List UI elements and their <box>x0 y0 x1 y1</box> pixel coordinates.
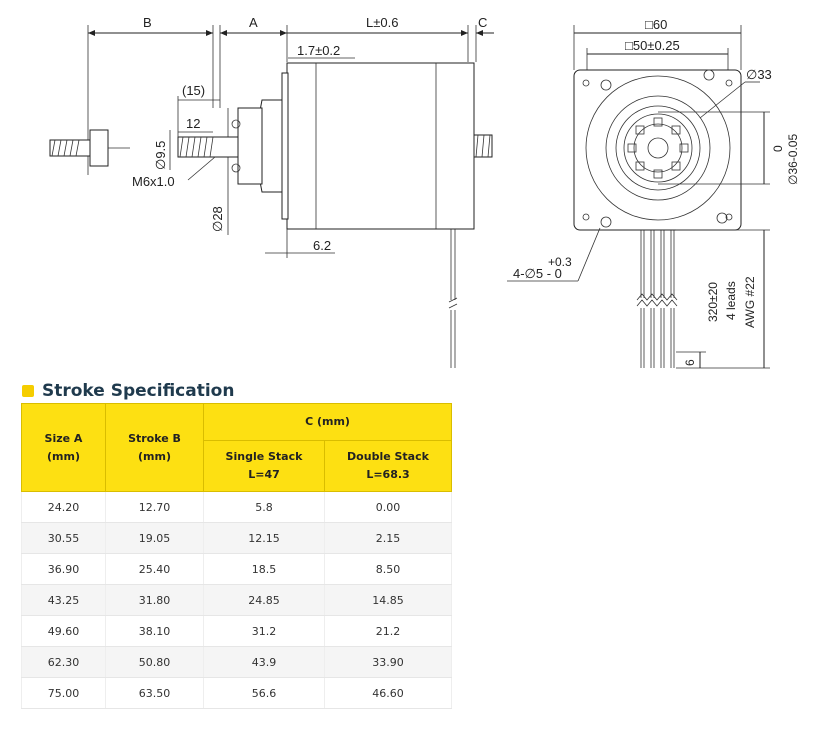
cell-double: 21.2 <box>323 615 453 647</box>
col-double-stack: Double Stack L=68.3 <box>323 440 453 492</box>
cell-double: 2.15 <box>323 522 453 554</box>
dim-b-label: B <box>143 15 152 30</box>
dim-lead-count-label: 4 leads <box>724 281 738 320</box>
col-single-stack: Single Stack L=47 <box>203 440 325 492</box>
cell-stroke-b: 19.05 <box>105 522 204 554</box>
thread-callout-label: M6x1.0 <box>132 174 175 189</box>
cell-size-a: 43.25 <box>21 584 106 616</box>
stroke-spec-table: Size A (mm) Stroke B (mm) C (mm) Single … <box>21 403 453 709</box>
dim-hole-spacing-label: □50±0.25 <box>625 38 680 53</box>
cell-size-a: 24.20 <box>21 491 106 523</box>
dim-nut-length-label: (15) <box>182 83 205 98</box>
cell-stroke-b: 50.80 <box>105 646 204 678</box>
front-view: □60 □50±0.25 ∅33 <box>507 17 800 369</box>
table-subheader-row: Single Stack L=47 Double Stack L=68.3 <box>22 440 453 492</box>
col-size-a: Size A (mm) <box>21 403 106 492</box>
cell-double: 8.50 <box>323 553 453 585</box>
stroke-spec-title: Stroke Specification <box>42 381 235 401</box>
cell-single: 5.8 <box>203 491 325 523</box>
dim-l-label: L±0.6 <box>366 15 398 30</box>
dim-thread-length-label: 12 <box>186 116 200 131</box>
table-row: 36.90 25.40 18.5 8.50 <box>21 553 453 585</box>
col-stroke-b: Stroke B (mm) <box>105 403 204 492</box>
table-row: 43.25 31.80 24.85 14.85 <box>21 584 453 616</box>
dim-a-label: A <box>249 15 258 30</box>
cell-single: 12.15 <box>203 522 325 554</box>
motor-face <box>573 69 742 231</box>
cell-double: 0.00 <box>323 491 453 523</box>
technical-drawing: B A L±0.6 C 1.7±0.2 ∅28 (15) 12 <box>49 15 800 369</box>
cell-stroke-b: 63.50 <box>105 677 204 709</box>
cell-single: 31.2 <box>203 615 325 647</box>
dim-offset-label: 1.7±0.2 <box>297 43 340 58</box>
table-header-row: Size A (mm) Stroke B (mm) C (mm) <box>21 403 453 492</box>
dim-pilot-label: ∅36-0.05 <box>786 134 800 185</box>
dim-holes-tol-label: +0.3 <box>548 255 572 269</box>
cell-stroke-b: 25.40 <box>105 553 204 585</box>
dim-awg-label: AWG #22 <box>743 276 757 328</box>
dim-lead-length-label: 320±20 <box>706 282 720 322</box>
cell-double: 14.85 <box>323 584 453 616</box>
cell-size-a: 62.30 <box>21 646 106 678</box>
dim-c-label: C <box>478 15 487 30</box>
col-c-group: C (mm) <box>202 403 453 441</box>
dim-square-label: □60 <box>645 17 667 32</box>
table-row: 24.20 12.70 5.8 0.00 <box>21 491 453 523</box>
cell-double: 46.60 <box>323 677 453 709</box>
cell-size-a: 75.00 <box>21 677 106 709</box>
cell-double: 33.90 <box>323 646 453 678</box>
cell-single: 24.85 <box>203 584 325 616</box>
table-row: 49.60 38.10 31.2 21.2 <box>21 615 453 647</box>
cell-single: 56.6 <box>203 677 325 709</box>
dim-pilot-tol-label: 0 <box>771 145 785 152</box>
cell-single: 43.9 <box>203 646 325 678</box>
dim-holes-label: 4-∅5 - 0 <box>513 266 562 281</box>
table-row: 62.30 50.80 43.9 33.90 <box>21 646 453 678</box>
dim-flange-label: 6.2 <box>313 238 331 253</box>
table-row: 75.00 63.50 56.6 46.60 <box>21 677 453 709</box>
cell-size-a: 30.55 <box>21 522 106 554</box>
side-view: B A L±0.6 C 1.7±0.2 ∅28 (15) 12 <box>49 15 494 368</box>
dim-boss-label: ∅28 <box>210 206 225 232</box>
dim-boss-outer-label: ∅33 <box>746 67 772 82</box>
dim-strip-label: 6 <box>683 359 697 366</box>
cell-stroke-b: 31.80 <box>105 584 204 616</box>
table-row: 30.55 19.05 12.15 2.15 <box>21 522 453 554</box>
cell-size-a: 49.60 <box>21 615 106 647</box>
cell-size-a: 36.90 <box>21 553 106 585</box>
heading-marker <box>22 385 34 397</box>
lead-wires <box>636 230 678 368</box>
cell-single: 18.5 <box>203 553 325 585</box>
cell-stroke-b: 12.70 <box>105 491 204 523</box>
cell-stroke-b: 38.10 <box>105 615 204 647</box>
motor-body <box>286 62 475 230</box>
stroke-spec-heading: Stroke Specification <box>22 380 234 402</box>
dim-shaft-dia-label: ∅9.5 <box>153 141 168 170</box>
